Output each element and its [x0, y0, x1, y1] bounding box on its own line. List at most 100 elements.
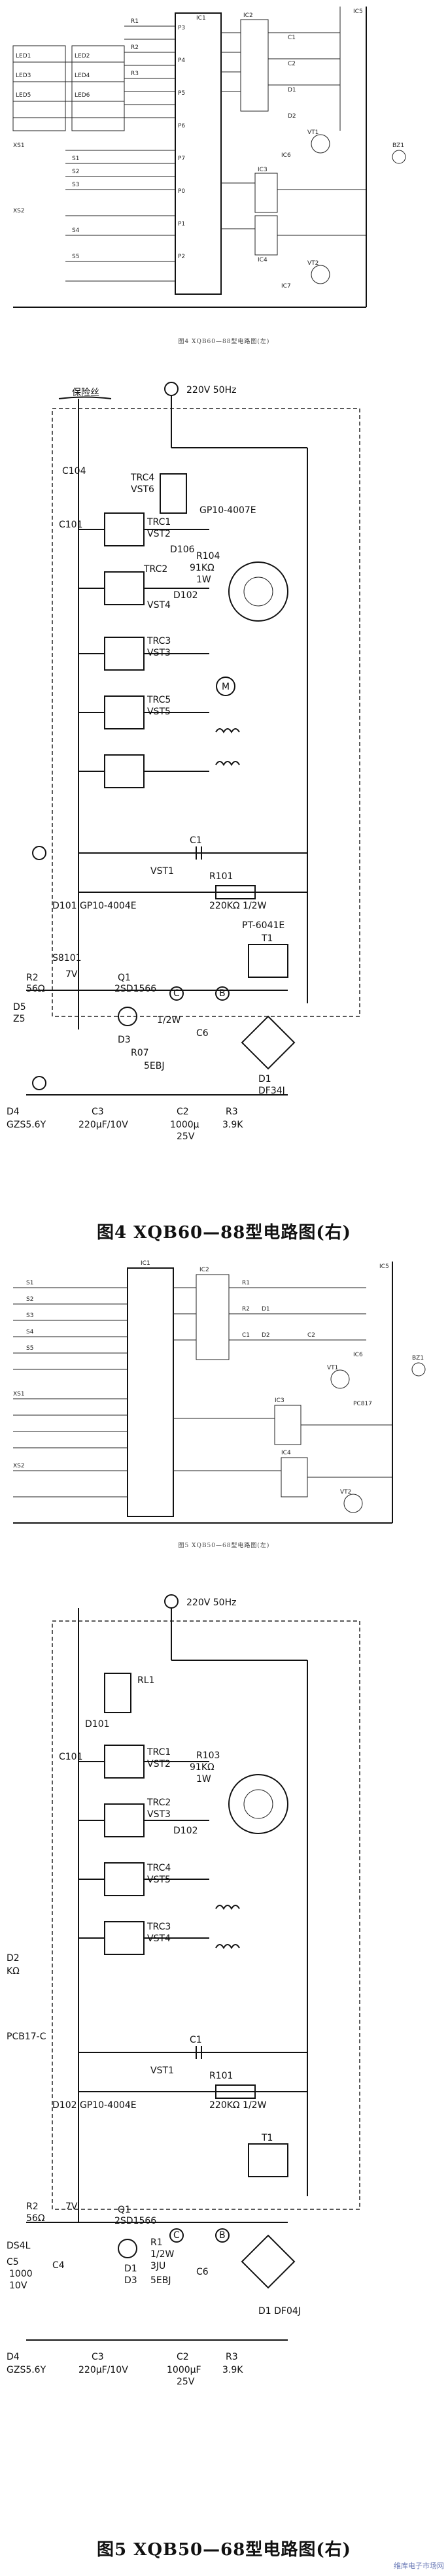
- svg-text:C: C: [173, 2230, 180, 2241]
- svg-text:D1 DF04J: D1 DF04J: [258, 2306, 301, 2317]
- fig4-right-board-outline: [52, 408, 360, 1017]
- fig5-right-valve-coil-2: [215, 1944, 240, 1949]
- svg-text:IC1: IC1: [141, 1260, 150, 1267]
- svg-text:R3: R3: [131, 71, 139, 77]
- svg-text:D106: D106: [170, 544, 195, 555]
- fig4-right-labels: C104 TRC4 VST6 GP10-4007E C101 TRC1 VST2…: [7, 466, 285, 1142]
- fig5-right-board-outline: [52, 1620, 360, 2210]
- svg-text:LED6: LED6: [75, 92, 90, 99]
- svg-text:25V: 25V: [177, 1131, 195, 1142]
- svg-text:Q1: Q1: [118, 2205, 131, 2215]
- svg-text:R2: R2: [131, 44, 139, 51]
- svg-text:S3: S3: [26, 1313, 33, 1319]
- svg-text:IC3: IC3: [258, 167, 267, 173]
- fig4-left-panel: P3 P4 P5 P6 P7 P0 P1 P2 IC1 IC2 IC3 IC4 …: [0, 0, 448, 356]
- svg-text:56Ω: 56Ω: [26, 2213, 45, 2224]
- svg-text:C2: C2: [177, 1107, 189, 1117]
- svg-text:XS1: XS1: [13, 1391, 25, 1397]
- svg-text:2SD1566: 2SD1566: [114, 984, 156, 994]
- svg-text:PCB17-C: PCB17-C: [7, 2032, 46, 2042]
- fig4-left-mcu: [175, 12, 222, 295]
- svg-text:IC1: IC1: [196, 15, 206, 22]
- svg-text:IC4: IC4: [281, 1450, 291, 1456]
- svg-text:D2: D2: [7, 1953, 20, 1964]
- svg-text:Q1: Q1: [118, 973, 131, 983]
- svg-text:3JU: 3JU: [150, 2261, 165, 2271]
- svg-text:C1: C1: [242, 1332, 250, 1339]
- svg-text:D1: D1: [262, 1306, 270, 1313]
- svg-text:S5: S5: [26, 1345, 33, 1352]
- svg-text:S1: S1: [72, 156, 79, 162]
- svg-text:XS2: XS2: [13, 1463, 25, 1469]
- svg-text:S1: S1: [26, 1280, 33, 1286]
- fig5-left-sensor: [411, 1362, 426, 1377]
- svg-text:R2: R2: [26, 2201, 39, 2212]
- svg-text:VT1: VT1: [307, 129, 319, 136]
- svg-text:IC4: IC4: [258, 257, 267, 263]
- fig4-right-fuse: [58, 396, 112, 399]
- svg-text:VT1: VT1: [327, 1365, 338, 1371]
- fig5-left-ic-opamp2: [281, 1457, 308, 1497]
- svg-text:25V: 25V: [177, 2377, 195, 2387]
- svg-text:C1: C1: [190, 2035, 202, 2045]
- svg-text:1/2W: 1/2W: [157, 1015, 181, 1026]
- svg-text:C6: C6: [196, 2267, 209, 2277]
- svg-text:C: C: [173, 988, 180, 999]
- svg-text:IC6: IC6: [281, 152, 291, 159]
- svg-text:C1: C1: [288, 35, 296, 41]
- svg-text:D2: D2: [262, 1332, 270, 1339]
- svg-text:R101: R101: [209, 2071, 233, 2081]
- fig4-left-ic-opamp2: [254, 215, 278, 256]
- svg-text:T1: T1: [261, 2133, 273, 2143]
- svg-text:VST3: VST3: [147, 648, 171, 658]
- fig4-left-transistor-1: [311, 134, 330, 154]
- svg-text:保险丝: 保险丝: [72, 388, 99, 398]
- svg-text:220μF/10V: 220μF/10V: [78, 1120, 128, 1130]
- svg-text:220V 50Hz: 220V 50Hz: [186, 385, 236, 395]
- svg-text:7V: 7V: [65, 2201, 78, 2212]
- svg-text:T1: T1: [261, 933, 273, 944]
- svg-text:LED1: LED1: [16, 53, 31, 59]
- svg-text:220KΩ 1/2W: 220KΩ 1/2W: [209, 2100, 267, 2111]
- fig4-left-sensor: [392, 150, 406, 164]
- fig4-right-pump: [216, 677, 235, 696]
- svg-text:LED4: LED4: [75, 73, 90, 79]
- svg-text:D2: D2: [288, 113, 296, 120]
- fig4-right-test-point-c: [169, 986, 184, 1001]
- fig4-right-motor: [228, 561, 288, 622]
- svg-text:1W: 1W: [196, 575, 211, 585]
- svg-text:C3: C3: [92, 1107, 104, 1117]
- fig5-right-motor: [228, 1774, 288, 1834]
- svg-text:D4: D4: [7, 1107, 20, 1117]
- svg-text:R1: R1: [150, 2237, 163, 2248]
- svg-text:P2: P2: [178, 254, 185, 260]
- svg-text:IC3: IC3: [275, 1397, 284, 1404]
- fig5-right-schematic: 220V 50Hz RL1: [7, 1594, 360, 2387]
- svg-text:220KΩ 1/2W: 220KΩ 1/2W: [209, 901, 267, 911]
- watermark: 维库电子市场网: [394, 2562, 444, 2570]
- svg-text:R2: R2: [26, 973, 39, 983]
- svg-text:IC7: IC7: [281, 283, 291, 290]
- fig4-right-test-point-b: [215, 986, 230, 1001]
- svg-text:1000μ: 1000μ: [170, 1120, 199, 1130]
- fig4-left-labels: P3 P4 P5 P6 P7 P0 P1 P2 IC1 IC2 IC3 IC4 …: [13, 8, 404, 290]
- svg-text:R101: R101: [209, 871, 233, 882]
- fig5-right-caption: 图5 XQB50—68型电路图(右): [97, 2540, 351, 2560]
- svg-text:56Ω: 56Ω: [26, 984, 45, 994]
- fig5-right-transformer: [248, 2143, 288, 2177]
- svg-text:VST5: VST5: [147, 707, 171, 717]
- fig4-right-r101: [215, 885, 256, 899]
- svg-text:R07: R07: [131, 1048, 149, 1058]
- svg-text:LED2: LED2: [75, 53, 90, 59]
- svg-text:D101 GP10-4004E: D101 GP10-4004E: [52, 901, 137, 911]
- svg-text:S2: S2: [72, 169, 79, 175]
- fig5-right-transistor-q1: [118, 2239, 137, 2258]
- svg-text:P1: P1: [178, 221, 185, 227]
- svg-text:7V: 7V: [65, 969, 78, 980]
- svg-text:P6: P6: [178, 123, 185, 129]
- svg-text:BZ1: BZ1: [412, 1355, 424, 1362]
- fig4-right-triacs: [78, 512, 209, 788]
- svg-text:IC5: IC5: [353, 8, 363, 15]
- fig4-right-valve-coil-1: [215, 761, 240, 766]
- svg-text:TRC4: TRC4: [146, 1863, 171, 1873]
